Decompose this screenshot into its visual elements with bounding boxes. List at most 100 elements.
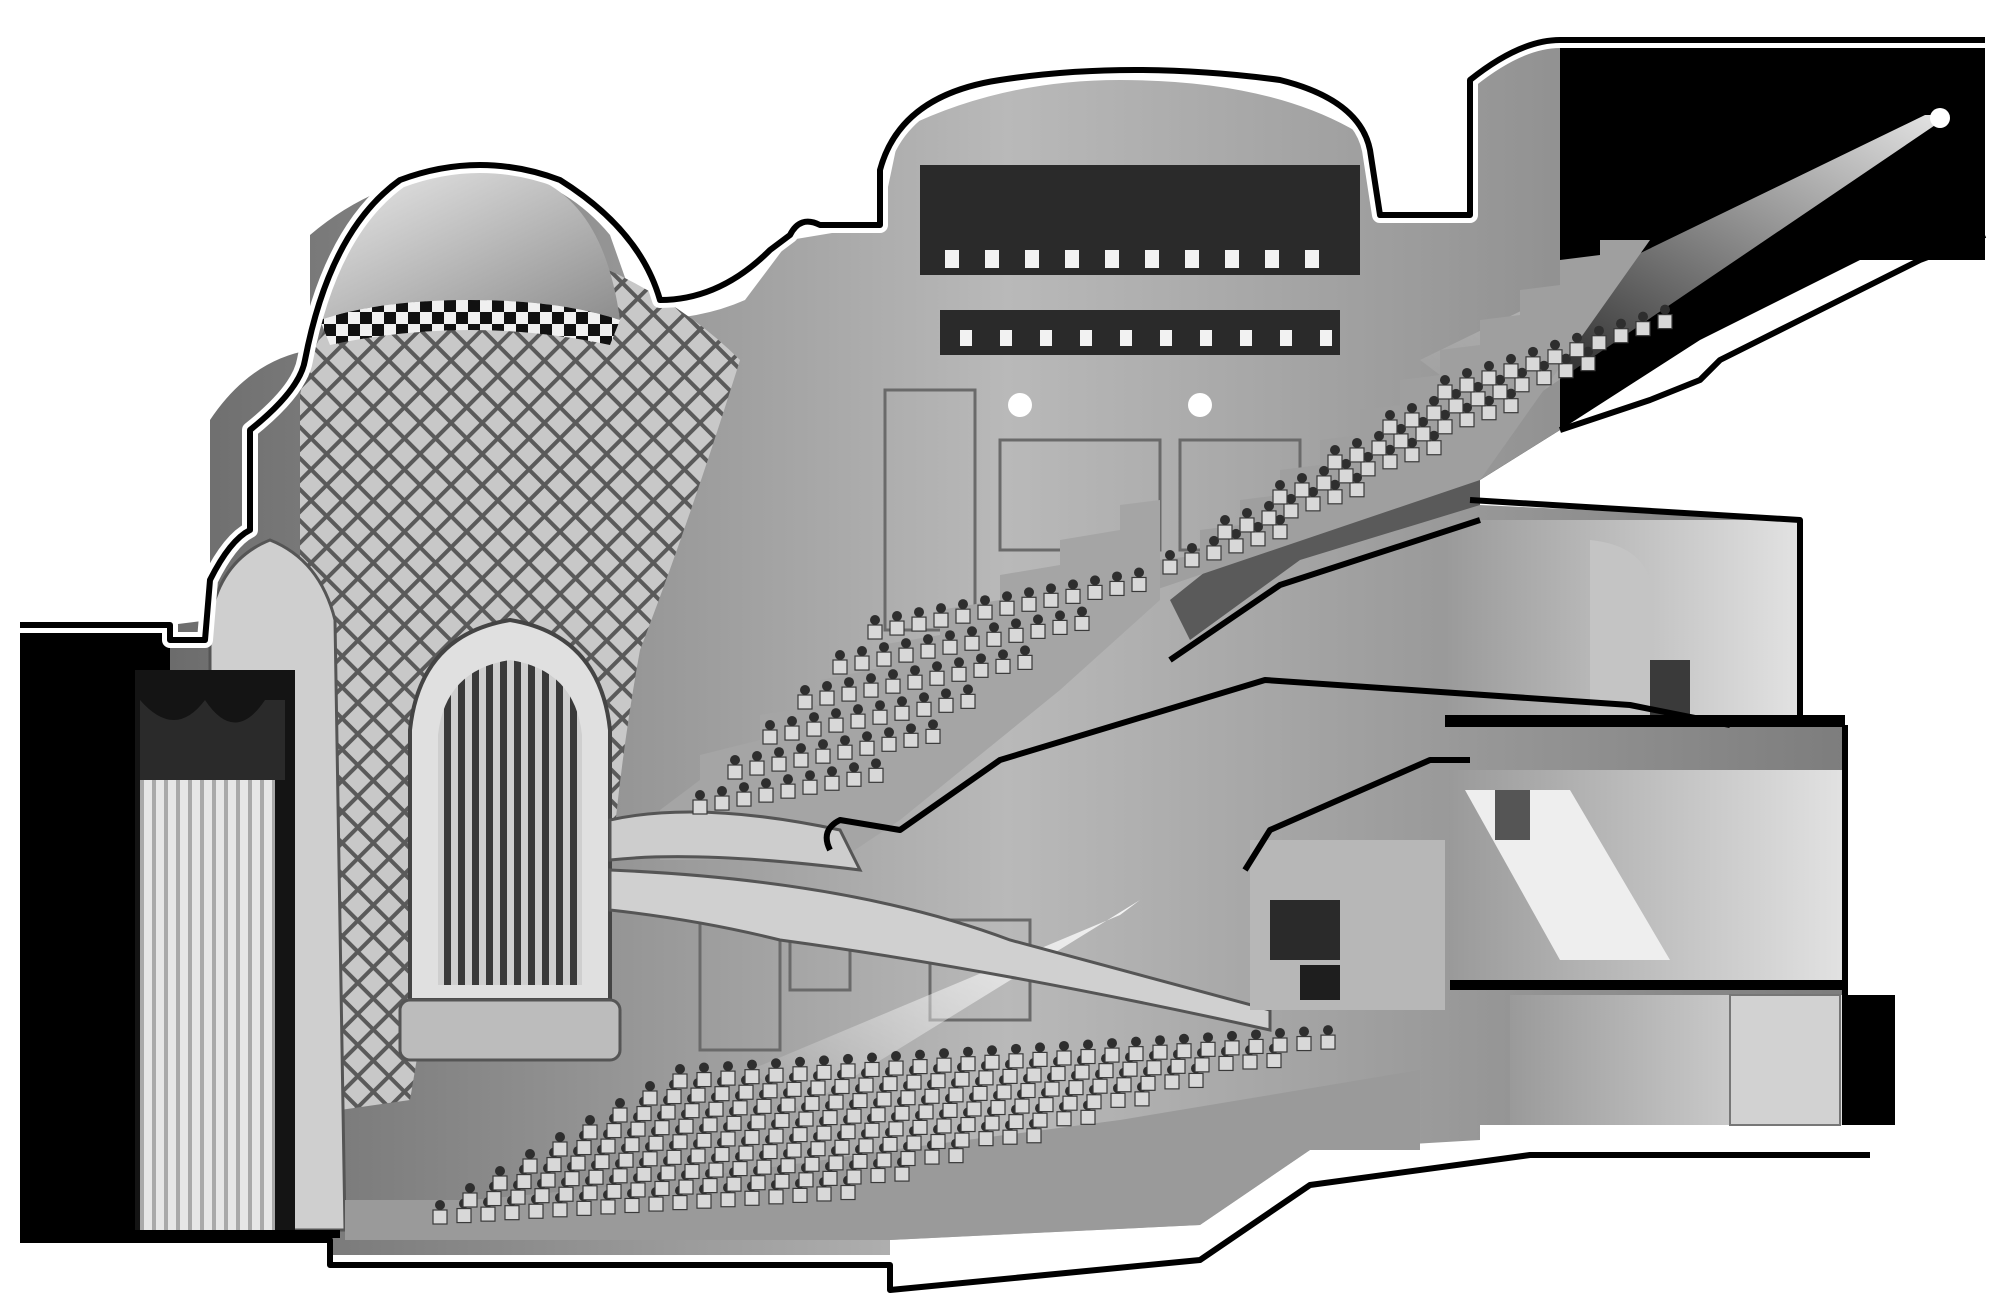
audience-seat: [1008, 627, 1024, 643]
audience-head: [915, 1049, 925, 1060]
audience-seat: [966, 1101, 982, 1117]
audience-head: [765, 720, 775, 730]
audience-seat: [756, 1098, 772, 1114]
audience-seat: [1272, 489, 1288, 505]
audience-seat: [660, 1165, 676, 1181]
audience-seat: [1393, 433, 1409, 449]
audience-seat: [786, 1081, 802, 1097]
audience-seat: [942, 639, 958, 655]
audience-head: [1155, 1035, 1165, 1046]
audience-seat: [1635, 321, 1651, 337]
audience-seat: [1536, 370, 1552, 386]
audience-head: [800, 685, 810, 695]
audience-seat: [696, 1132, 712, 1148]
audience-seat: [1021, 596, 1037, 612]
audience-seat: [732, 1100, 748, 1116]
audience-seat: [870, 1107, 886, 1123]
audience-head: [1035, 1042, 1045, 1053]
audience-seat: [666, 1149, 682, 1165]
audience-seat: [977, 604, 993, 620]
audience-head: [1055, 610, 1065, 621]
lobby-floor-slab-1: [1445, 715, 1845, 727]
audience-head: [1264, 500, 1274, 511]
audience-head: [963, 1046, 973, 1057]
audience-seat: [648, 1135, 664, 1151]
audience-seat: [1140, 1075, 1156, 1091]
audience-seat: [1122, 1061, 1138, 1077]
audience-seat: [954, 1132, 970, 1148]
audience-head: [1539, 360, 1549, 371]
audience-seat: [727, 764, 743, 780]
audience-seat: [876, 651, 892, 667]
audience-seat: [762, 1083, 778, 1099]
audience-seat: [850, 713, 866, 729]
audience-seat: [1162, 559, 1178, 575]
stage-floor: [20, 1230, 340, 1238]
audience-seat: [858, 1077, 874, 1093]
audience-seat: [797, 694, 813, 710]
audience-seat: [1008, 1114, 1024, 1130]
section-outline: [20, 37, 1985, 643]
audience-seat: [774, 1112, 790, 1129]
audience-head: [897, 696, 907, 707]
audience-head: [1112, 571, 1122, 582]
audience-seat: [1404, 447, 1420, 463]
audience-seat: [672, 1194, 688, 1211]
audience-head: [1299, 1026, 1309, 1037]
audience-seat: [876, 1091, 892, 1107]
audience-head: [1024, 587, 1034, 598]
audience-seat: [912, 1058, 928, 1075]
audience-seat: [582, 1185, 598, 1201]
audience-seat: [606, 1122, 622, 1139]
audience-head: [774, 747, 784, 758]
audience-head: [1506, 353, 1516, 364]
audience-seat: [990, 1099, 1006, 1116]
audience-seat: [846, 771, 862, 787]
audience-seat: [726, 1115, 742, 1131]
audience-seat: [636, 1105, 652, 1122]
audience-head: [1077, 606, 1087, 617]
audience-head: [1484, 360, 1494, 371]
audience-seat: [540, 1172, 556, 1188]
audience-head: [1429, 395, 1439, 406]
audience-head: [615, 1098, 625, 1108]
audience-head: [1572, 332, 1582, 343]
audience-seat: [771, 756, 787, 772]
audience-seat: [534, 1188, 550, 1204]
audience-seat: [708, 1162, 724, 1178]
audience-seat: [798, 1172, 814, 1188]
audience-head: [495, 1166, 505, 1176]
audience-seat: [900, 1090, 916, 1106]
audience-seat: [810, 1141, 826, 1157]
audience-seat: [815, 748, 831, 764]
audience-seat: [1087, 584, 1103, 601]
audience-seat: [846, 1169, 862, 1185]
audience-seat: [744, 1190, 760, 1206]
audience-seat: [456, 1207, 472, 1224]
audience-seat: [660, 1104, 676, 1120]
audience-head: [928, 719, 938, 730]
audience-seat: [762, 729, 778, 745]
audience-seat: [1404, 412, 1420, 428]
audience-seat: [938, 697, 954, 713]
audience-seat: [948, 1087, 964, 1103]
audience-head: [465, 1183, 475, 1193]
upper-lobby-doorway: [1650, 660, 1690, 715]
audience-seat: [1382, 419, 1398, 435]
audience-seat: [1052, 619, 1068, 636]
audience-seat: [1043, 592, 1059, 608]
audience-seat: [846, 1108, 862, 1124]
audience-seat: [624, 1197, 640, 1214]
audience-seat: [1017, 654, 1033, 671]
audience-seat: [1248, 1038, 1264, 1055]
audience-seat: [1481, 405, 1497, 421]
audience-seat: [1657, 314, 1673, 330]
audience-seat: [784, 725, 800, 741]
audience-seat: [854, 655, 870, 671]
audience-head: [761, 778, 771, 789]
audience-seat: [570, 1155, 586, 1171]
audience-head: [1323, 1025, 1333, 1036]
audience-head: [1209, 535, 1219, 546]
audience-head: [1616, 318, 1626, 329]
audience-seat: [744, 1069, 760, 1085]
